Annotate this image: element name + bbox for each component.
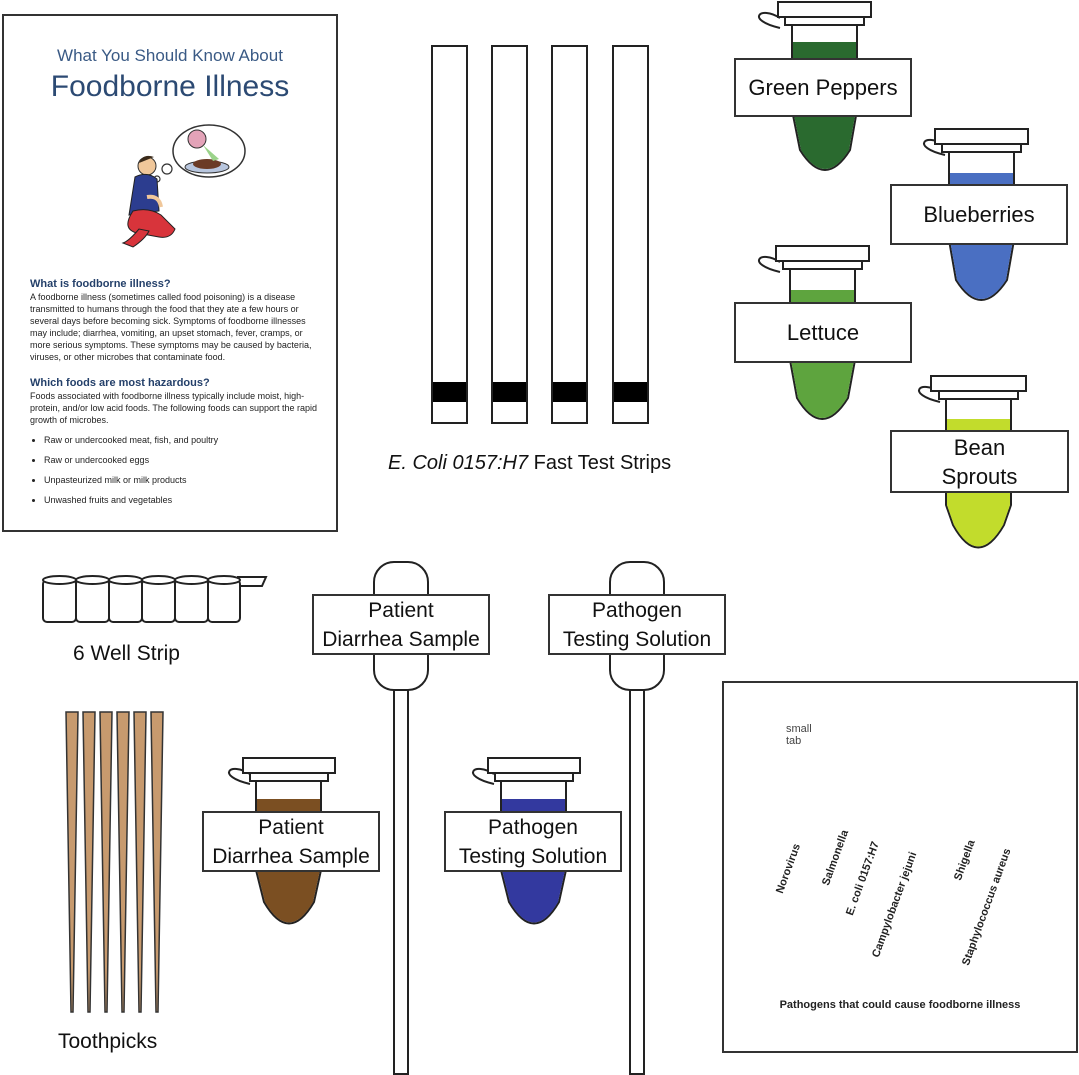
test-strips-caption: E. Coli 0157:H7 Fast Test Strips (388, 452, 671, 475)
testing-solution-tube-label-line2: Testing Solution (458, 844, 608, 868)
flyer-section1-body: A foodborne illness (sometimes called fo… (30, 292, 312, 362)
flyer-body: What is foodborne illness? A foodborne i… (30, 278, 322, 514)
patient-sample-tube-label-line2: Diarrhea Sample (212, 844, 370, 868)
toothpicks (65, 711, 164, 1013)
lettuce-label: Lettuce (734, 302, 912, 363)
foodborne-illness-flyer: What You Should Know About Foodborne Ill… (2, 14, 338, 532)
pathogen-label-campylobacter: Campylobacter jejuni (870, 850, 920, 960)
green-peppers-label: Green Peppers (734, 58, 912, 117)
testing-solution-tube-label: Pathogen Testing Solution (444, 811, 622, 872)
pathogen-label-salmonella: Salmonella (820, 828, 852, 888)
pathogen-label-e-coli: E. coli 0157:H7 (844, 840, 882, 918)
pathogen-pipette-label: Pathogen Testing Solution (548, 594, 726, 655)
flyer-bullet: Unpasteurized milk or milk products (44, 474, 322, 486)
flyer-bullet: Raw or undercooked eggs (44, 454, 322, 466)
sick-person-illustration (121, 124, 246, 248)
six-well-strip (42, 575, 268, 623)
flyer-section1-heading: What is foodborne illness? (30, 278, 171, 290)
test-strips-caption-rest: Fast Test Strips (528, 452, 672, 474)
flyer-kicker: What You Should Know About (57, 46, 283, 65)
toothpicks-caption: Toothpicks (58, 1030, 158, 1053)
pathogen-key-panel: small tab Norovirus Salmonella E. coli 0… (722, 681, 1078, 1053)
patient-pipette-label-line2: Diarrhea Sample (322, 627, 480, 651)
flyer-title: Foodborne Illness (50, 70, 290, 103)
pathogen-pipette-label-line1: Pathogen (592, 598, 682, 622)
pathogen-label-shigella: Shigella (952, 838, 978, 883)
bean-sprouts-label-line1: Bean (953, 434, 1006, 460)
pathogen-label-norovirus: Norovirus (774, 842, 804, 896)
test-strip (551, 45, 588, 424)
test-strip (612, 45, 649, 424)
well-strip-caption: 6 Well Strip (73, 642, 180, 665)
testing-solution-tube-label-line1: Pathogen (488, 815, 578, 839)
small-tab-label: small tab (786, 723, 812, 747)
test-strips-caption-italic: E. Coli 0157:H7 (388, 452, 529, 474)
patient-pipette-label: Patient Diarrhea Sample (312, 594, 490, 655)
flyer-bullet: Unwashed fruits and vegetables (44, 494, 322, 506)
patient-sample-tube-label: Patient Diarrhea Sample (202, 811, 380, 872)
flyer-bullet: Raw or undercooked meat, fish, and poult… (44, 434, 322, 446)
pathogen-key-caption: Pathogens that could cause foodborne ill… (779, 999, 1021, 1011)
test-strip (491, 45, 528, 424)
flyer-bullets: Raw or undercooked meat, fish, and poult… (30, 434, 322, 506)
flyer-section2-heading: Which foods are most hazardous? (30, 377, 210, 389)
pathogen-pipette-label-line2: Testing Solution (562, 627, 712, 651)
bean-sprouts-label-line2: Sprouts (941, 463, 1018, 489)
test-strip (431, 45, 468, 424)
test-strips (431, 45, 649, 424)
bean-sprouts-label: Bean Sprouts (890, 430, 1069, 493)
flyer-section2-body: Foods associated with foodborne illness … (30, 391, 318, 425)
patient-sample-tube-label-line1: Patient (258, 815, 324, 839)
patient-pipette-label-line1: Patient (368, 598, 434, 622)
blueberries-label: Blueberries (890, 184, 1068, 245)
